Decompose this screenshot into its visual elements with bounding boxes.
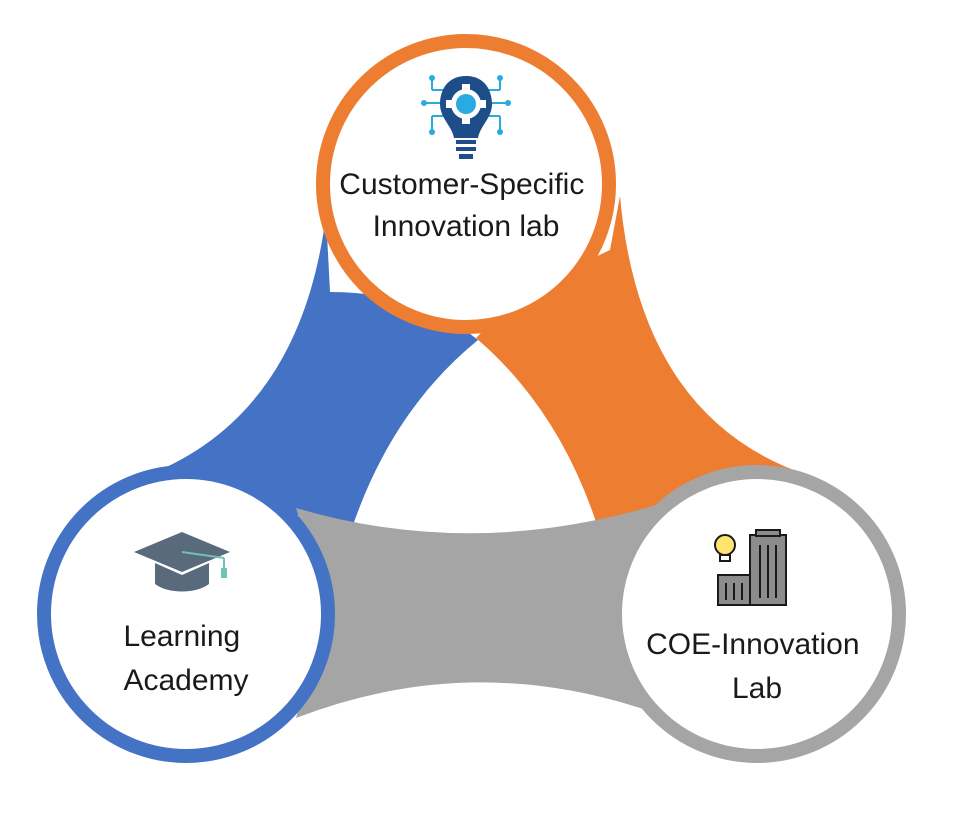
graduation-cap-icon	[134, 532, 230, 592]
node-ring-right	[608, 465, 906, 763]
node-label-top-line-1: Customer-Specific	[339, 168, 584, 201]
node-label-top: Customer-Specific Innovation lab	[339, 168, 592, 243]
node-label-top-line-2: Innovation lab	[373, 210, 560, 243]
connector-top-left	[140, 215, 478, 528]
node-customer-specific-innovation-lab: Customer-Specific Innovation lab	[316, 34, 616, 334]
lightbulb-building-icon	[714, 529, 787, 606]
node-coe-innovation-lab: COE-Innovation Lab	[608, 465, 906, 763]
node-ring-left	[37, 465, 335, 763]
connector-left-right	[296, 505, 656, 718]
lightbulb-gear-icon	[421, 75, 511, 159]
node-label-left: Learning Academy	[123, 620, 248, 697]
node-learning-academy: Learning Academy	[37, 465, 335, 763]
node-label-right: COE-Innovation Lab	[646, 628, 868, 705]
node-label-right-line-1: COE-Innovation	[646, 628, 859, 661]
node-label-right-line-2: Lab	[732, 672, 782, 705]
node-ring-top	[316, 34, 616, 334]
node-label-left-line-2: Academy	[123, 664, 248, 697]
node-label-left-line-1: Learning	[123, 620, 240, 653]
